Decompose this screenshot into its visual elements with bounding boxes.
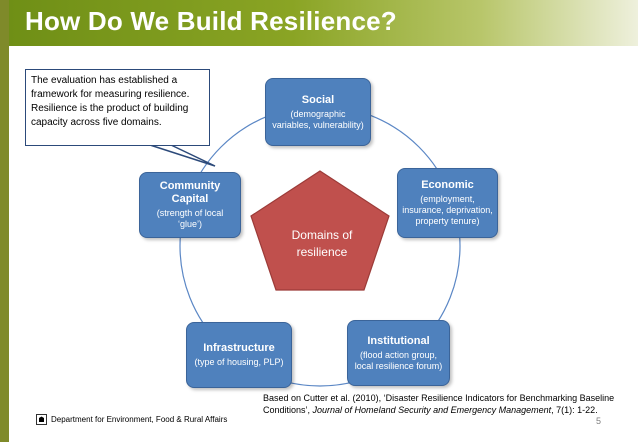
footer-organisation: Department for Environment, Food & Rural… xyxy=(51,414,228,424)
domain-title-infrastructure: Infrastructure xyxy=(203,342,275,354)
defra-logo: Department for Environment, Food & Rural… xyxy=(36,412,227,426)
domain-title-economic: Economic xyxy=(421,179,474,191)
domain-box-institutional: Institutional (flood action group, local… xyxy=(347,320,450,386)
callout-box: The evaluation has established a framewo… xyxy=(25,69,210,146)
domain-detail-infrastructure: (type of housing, PLP) xyxy=(194,357,284,367)
pentagon-label: Domains of resilience xyxy=(291,228,353,259)
reference-journal: Journal of Homeland Security and Emergen… xyxy=(312,405,552,415)
title-bar: How Do We Build Resilience? xyxy=(9,0,638,46)
domain-title-social: Social xyxy=(301,93,335,106)
domains-pentagon xyxy=(250,170,390,291)
slide-title: How Do We Build Resilience? xyxy=(25,6,397,36)
reference-suffix: , 7(1): 1-22. xyxy=(551,405,598,415)
domain-title-institutional: Institutional xyxy=(367,334,430,347)
page-number: 5 xyxy=(596,416,602,426)
domain-detail-institutional: (flood action group, local resilience fo… xyxy=(354,349,443,371)
domain-box-infrastructure: Infrastructure (type of housing, PLP) xyxy=(186,322,292,388)
domain-box-economic: Economic (employment, insurance, depriva… xyxy=(397,168,498,238)
callout-pointer xyxy=(149,144,216,167)
royal-crest-icon xyxy=(36,413,47,425)
reference-citation: Based on Cutter et al. (2010), ‘Disaster… xyxy=(263,392,618,416)
domain-box-social: Social (demographic variables, vulnerabi… xyxy=(265,78,371,146)
domain-title-community: Community Capital xyxy=(159,180,221,205)
left-accent-rule xyxy=(0,0,9,442)
callout-text: The evaluation has established a framewo… xyxy=(31,75,190,128)
domain-detail-community: (strength of local ‘glue’) xyxy=(156,208,224,229)
domain-box-community: Community Capital (strength of local ‘gl… xyxy=(139,172,241,238)
domain-detail-economic: (employment, insurance, deprivation, pro… xyxy=(402,194,493,226)
domain-detail-social: (demographic variables, vulnerability) xyxy=(272,108,364,130)
reference-prefix: Based on Cutter et al. (2010), ‘Disaster… xyxy=(263,393,615,415)
